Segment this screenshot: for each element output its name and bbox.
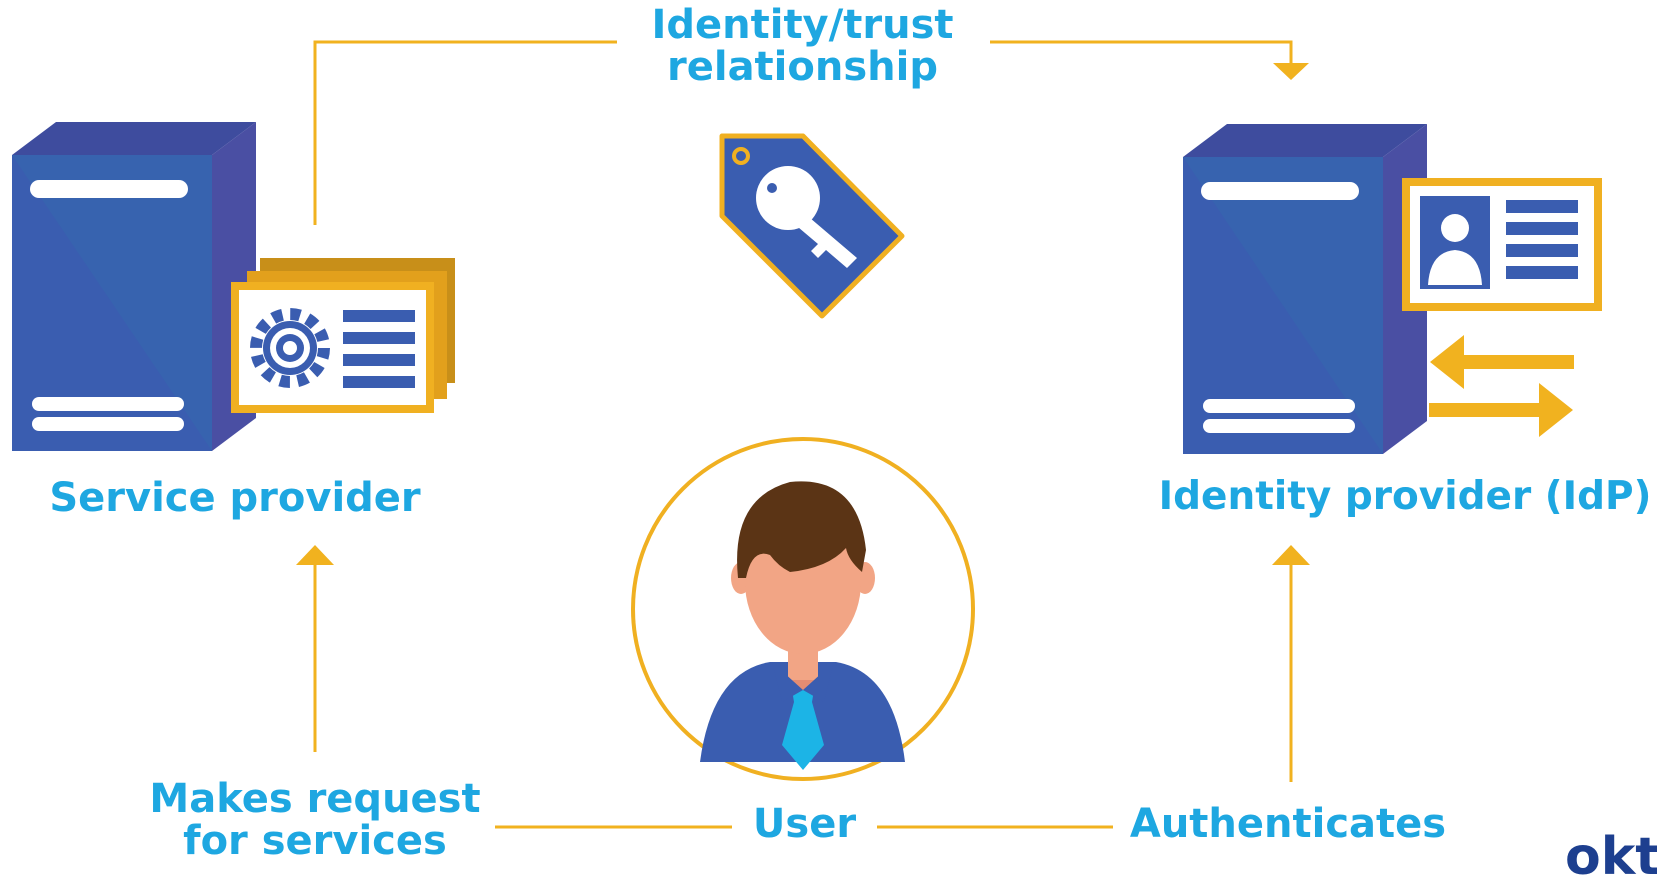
request-label-line2: for services bbox=[183, 818, 447, 864]
gear-card-icon bbox=[231, 258, 455, 413]
arrow-up-icon bbox=[296, 545, 334, 565]
key-tag-icon bbox=[719, 133, 905, 319]
trust-label-line1: Identity/trust bbox=[651, 2, 954, 48]
trust-label: Identity/trust relationship bbox=[630, 4, 975, 88]
brand-logo: okt bbox=[1565, 827, 1657, 887]
idp-server-icon bbox=[1183, 124, 1427, 454]
arrow-down-icon bbox=[1273, 63, 1309, 80]
connectors bbox=[313, 40, 1293, 829]
trust-connector-left bbox=[313, 40, 617, 225]
user-avatar-icon bbox=[631, 437, 975, 781]
request-label: Makes request for services bbox=[130, 778, 500, 862]
trust-label-line2: relationship bbox=[667, 44, 938, 90]
authenticates-label: Authenticates bbox=[1129, 801, 1447, 847]
id-card-icon bbox=[1402, 178, 1602, 311]
exchange-arrows-icon bbox=[1429, 335, 1574, 437]
service-server-icon bbox=[12, 122, 256, 451]
identity-provider-label: Identity provider (IdP) bbox=[1158, 474, 1652, 519]
service-provider-label: Service provider bbox=[49, 475, 421, 521]
arrow-up-icon bbox=[1272, 545, 1310, 565]
user-label: User bbox=[752, 801, 857, 847]
request-label-line1: Makes request bbox=[149, 776, 481, 822]
trust-connector-right bbox=[990, 40, 1293, 65]
